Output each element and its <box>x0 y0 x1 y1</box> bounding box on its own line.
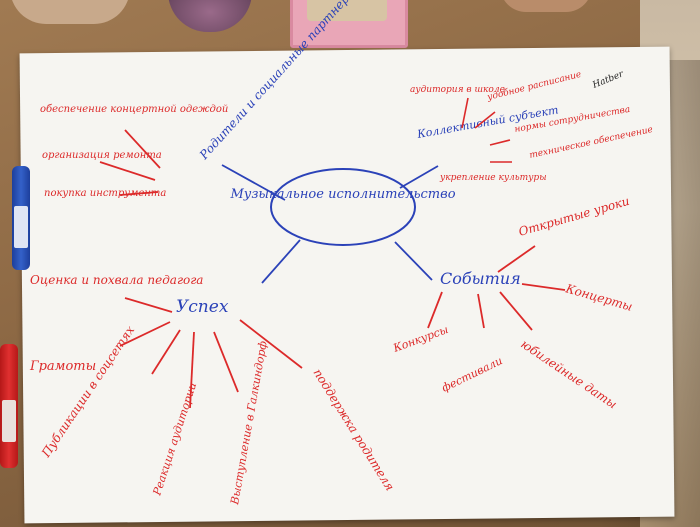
center-connectors <box>221 164 439 284</box>
success-item-6: поддержка родителя <box>310 366 397 493</box>
blue-marker <box>12 166 30 270</box>
success-item-4: Реакция аудитории <box>150 381 199 498</box>
success-item-1: Оценка и похвала педагога <box>30 273 203 287</box>
center-title: Музыкальное исполнительство <box>229 187 455 202</box>
brand-mark: Hatber <box>590 69 625 91</box>
collective-item-4: укрепление культуры <box>439 173 547 183</box>
events-arrows <box>427 245 566 331</box>
collective-arrows <box>461 97 512 163</box>
collective-item-1: аудитория в школе <box>410 85 505 95</box>
events-item-5: юбилейные даты <box>518 337 619 412</box>
branch-events-label: События <box>440 269 521 288</box>
center-ellipse <box>270 168 416 246</box>
plate-top-left <box>10 0 130 24</box>
pink-gift-box <box>290 0 408 48</box>
branch-parents-label: Родители и социальные партнеры <box>196 0 358 163</box>
events-item-4: фестивали <box>440 354 505 395</box>
success-item-3: Публикации в соцсетях <box>38 323 137 460</box>
events-item-2: Концерты <box>563 281 634 314</box>
red-marker <box>0 344 18 468</box>
success-item-5: Выступление в Галкиндорф <box>228 340 270 507</box>
collective-item-5: техническое обеспечение <box>528 124 654 161</box>
parents-item-2: организация ремонта <box>42 150 162 161</box>
events-item-3: Конкурсы <box>391 323 450 355</box>
events-item-1: Открытые уроки <box>517 194 631 239</box>
branch-success-label: Успех <box>176 297 229 317</box>
plate-top-right <box>500 0 592 12</box>
parents-arrows <box>99 129 161 196</box>
parents-item-1: обеспечение концертной одеждой <box>40 104 228 115</box>
success-item-2: Грамоты <box>29 359 96 374</box>
success-arrows <box>119 297 303 409</box>
parents-item-3: покупка инструмента <box>44 188 166 199</box>
